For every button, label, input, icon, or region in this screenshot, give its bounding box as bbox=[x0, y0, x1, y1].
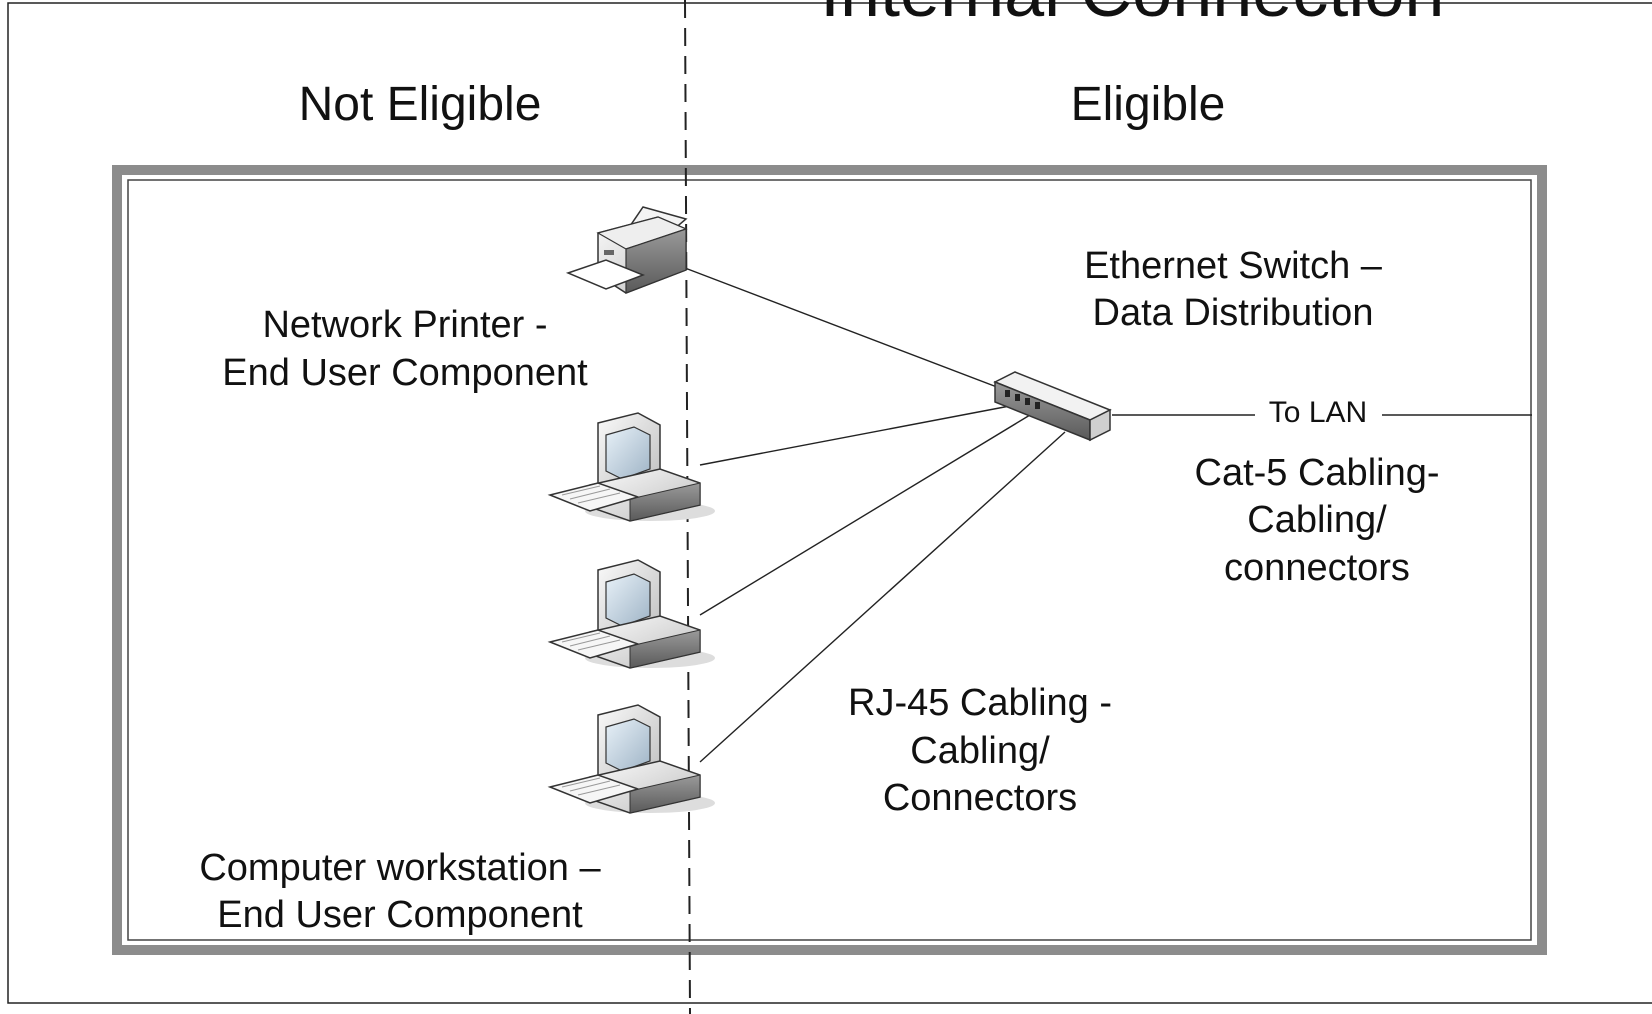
page-title: Internal Connection bbox=[820, 0, 1444, 32]
printer-label: Network Printer - End User Component bbox=[222, 304, 588, 394]
eligible-heading: Eligible bbox=[1071, 78, 1226, 131]
outer-frame bbox=[7, 2, 1652, 1004]
cabling-lines bbox=[684, 267, 1532, 763]
network-boundary-frame bbox=[112, 165, 1547, 955]
svg-text:Data Distribution: Data Distribution bbox=[1093, 292, 1374, 334]
switch-label: Ethernet Switch – Data Distribution bbox=[1084, 245, 1383, 334]
svg-text:End User Component: End User Component bbox=[217, 894, 583, 936]
computer-workstation-icon bbox=[547, 704, 715, 814]
svg-text:Ethernet Switch –: Ethernet Switch – bbox=[1084, 245, 1383, 287]
svg-text:Cabling/: Cabling/ bbox=[1247, 499, 1387, 541]
svg-text:Network Printer -: Network Printer - bbox=[262, 304, 547, 346]
svg-text:End User Component: End User Component bbox=[222, 352, 588, 394]
svg-text:Connectors: Connectors bbox=[883, 777, 1077, 819]
cat5-label: Cat-5 Cabling- Cabling/ connectors bbox=[1195, 452, 1440, 589]
not-eligible-heading: Not Eligible bbox=[299, 78, 542, 131]
svg-text:Computer workstation –: Computer workstation – bbox=[199, 847, 601, 889]
svg-text:RJ-45 Cabling -: RJ-45 Cabling - bbox=[848, 682, 1112, 724]
to-lan-label: To LAN bbox=[1269, 396, 1367, 429]
svg-text:Cabling/: Cabling/ bbox=[910, 730, 1050, 772]
printer-icon bbox=[565, 206, 688, 294]
ethernet-switch-icon bbox=[993, 371, 1112, 442]
computer-workstation-icon bbox=[547, 412, 715, 522]
svg-text:Cat-5 Cabling-: Cat-5 Cabling- bbox=[1195, 452, 1440, 494]
svg-text:connectors: connectors bbox=[1224, 547, 1410, 589]
computer-workstation-icon bbox=[547, 559, 715, 669]
workstation-label: Computer workstation – End User Componen… bbox=[199, 847, 601, 936]
rj45-label: RJ-45 Cabling - Cabling/ Connectors bbox=[848, 682, 1112, 819]
